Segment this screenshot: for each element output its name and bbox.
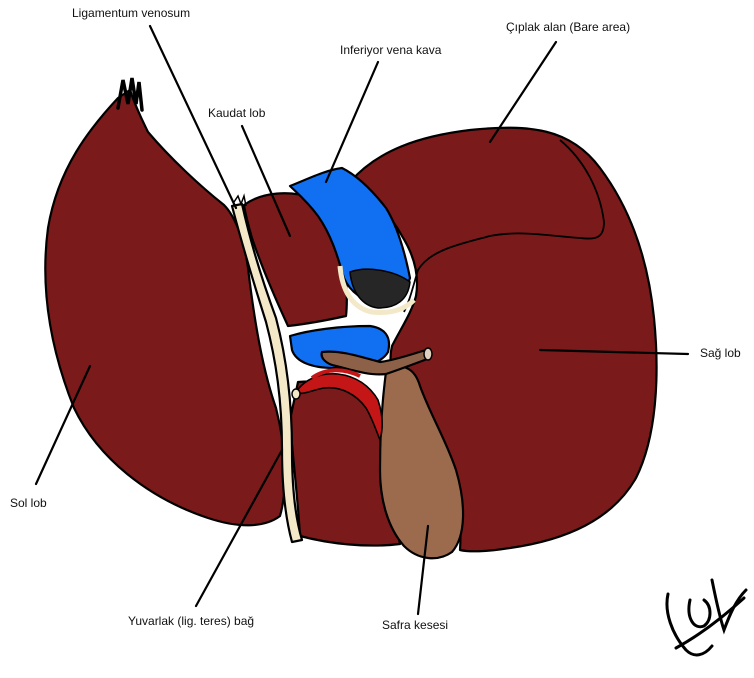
label-right-lobe: Sağ lob bbox=[700, 346, 741, 360]
leader-bare-area bbox=[490, 42, 556, 142]
label-gallbladder: Safra kesesi bbox=[382, 618, 448, 632]
label-caudate-lobe: Kaudat lob bbox=[208, 106, 265, 120]
label-round-ligament: Yuvarlak (lig. teres) bağ bbox=[128, 614, 254, 628]
label-ligamentum-venosum: Ligamentum venosum bbox=[72, 6, 190, 20]
label-bare-area: Çıplak alan (Bare area) bbox=[506, 20, 630, 34]
label-left-lobe: Sol lob bbox=[10, 496, 47, 510]
leader-left-lobe bbox=[36, 366, 90, 484]
signature bbox=[667, 580, 746, 655]
left-lobe-shape bbox=[45, 90, 285, 525]
hepatic-artery-opening bbox=[292, 389, 300, 399]
label-inferior-vena-cava: Inferiyor vena kava bbox=[340, 43, 441, 57]
bile-duct-opening bbox=[424, 348, 432, 360]
